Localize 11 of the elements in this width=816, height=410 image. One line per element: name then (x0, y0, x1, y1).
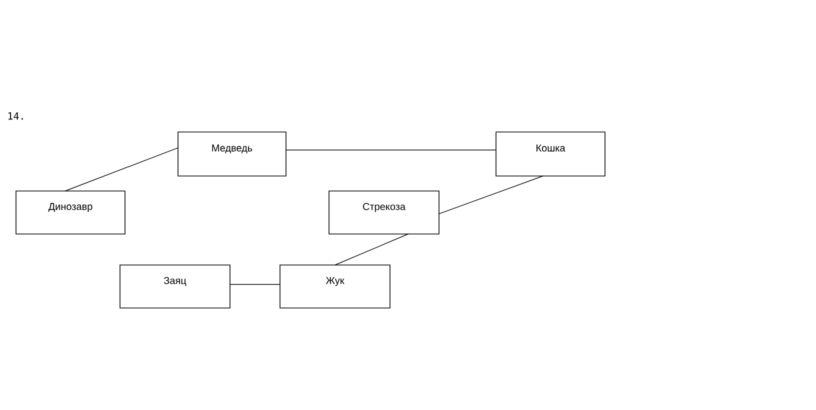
connector-line (334, 234, 409, 266)
word-box: Заяц (120, 264, 230, 308)
word-box: Жук (280, 264, 390, 308)
connector-line (64, 147, 178, 192)
word-box: Медведь (178, 132, 286, 176)
word-box: Стрекоза (328, 190, 440, 234)
word-box: Кошка (496, 132, 606, 176)
word-box: Динозавр (16, 190, 126, 234)
connector-line (438, 176, 544, 214)
connector-line (230, 284, 280, 285)
task-number: 14. (8, 112, 23, 120)
